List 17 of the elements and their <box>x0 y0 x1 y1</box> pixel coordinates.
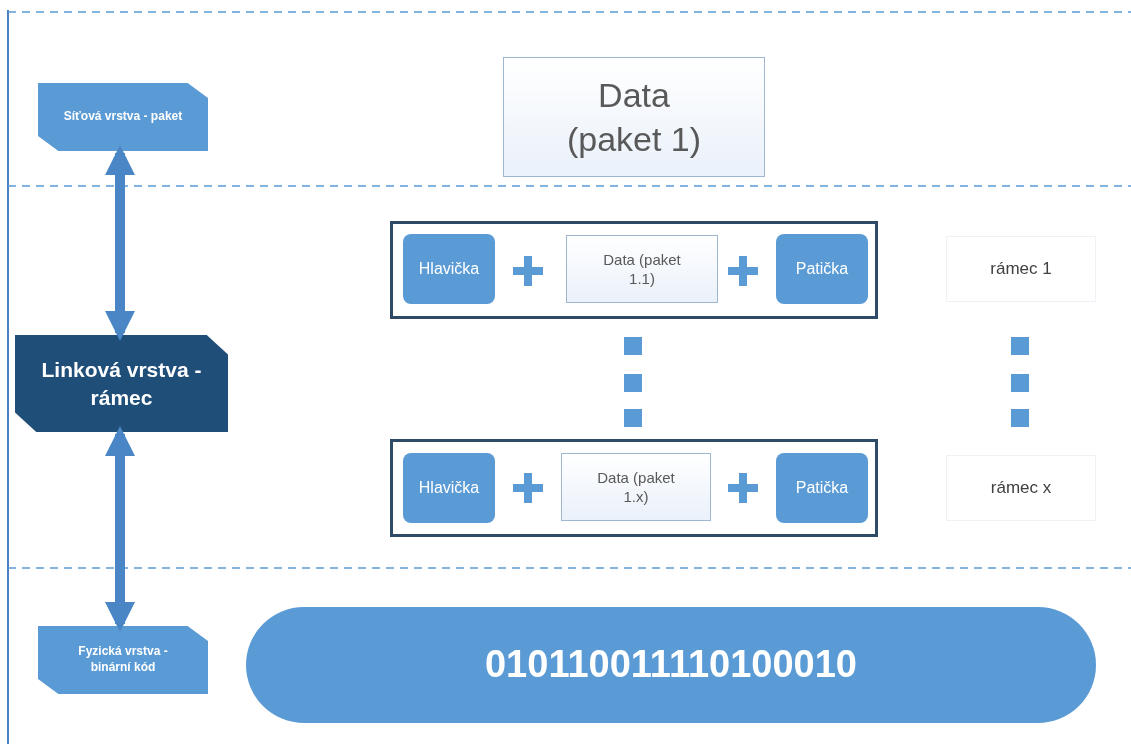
data-box: Data (paket 1) <box>503 57 765 177</box>
binary-code-bar: 010110011110100010 <box>246 607 1096 723</box>
frame-label-box: rámec 1 <box>946 236 1096 302</box>
frame-part-box: Patička <box>776 453 868 523</box>
double-arrow <box>105 145 135 341</box>
layer-tag: Linková vrstva - rámec <box>15 335 228 432</box>
layer-tag: Fyzická vrstva - binární kód <box>38 626 208 694</box>
data-box: Data (paket 1.x) <box>561 453 711 521</box>
frame-box <box>390 221 878 319</box>
frame-part-box: Hlavička <box>403 234 495 304</box>
layer-tag: Síťová vrstva - paket <box>38 83 208 151</box>
data-box: Data (paket 1.1) <box>566 235 718 303</box>
frame-box <box>390 439 878 537</box>
frame-part-box: Hlavička <box>403 453 495 523</box>
double-arrow <box>105 426 135 632</box>
frame-part-box: Patička <box>776 234 868 304</box>
frame-label-box: rámec x <box>946 455 1096 521</box>
